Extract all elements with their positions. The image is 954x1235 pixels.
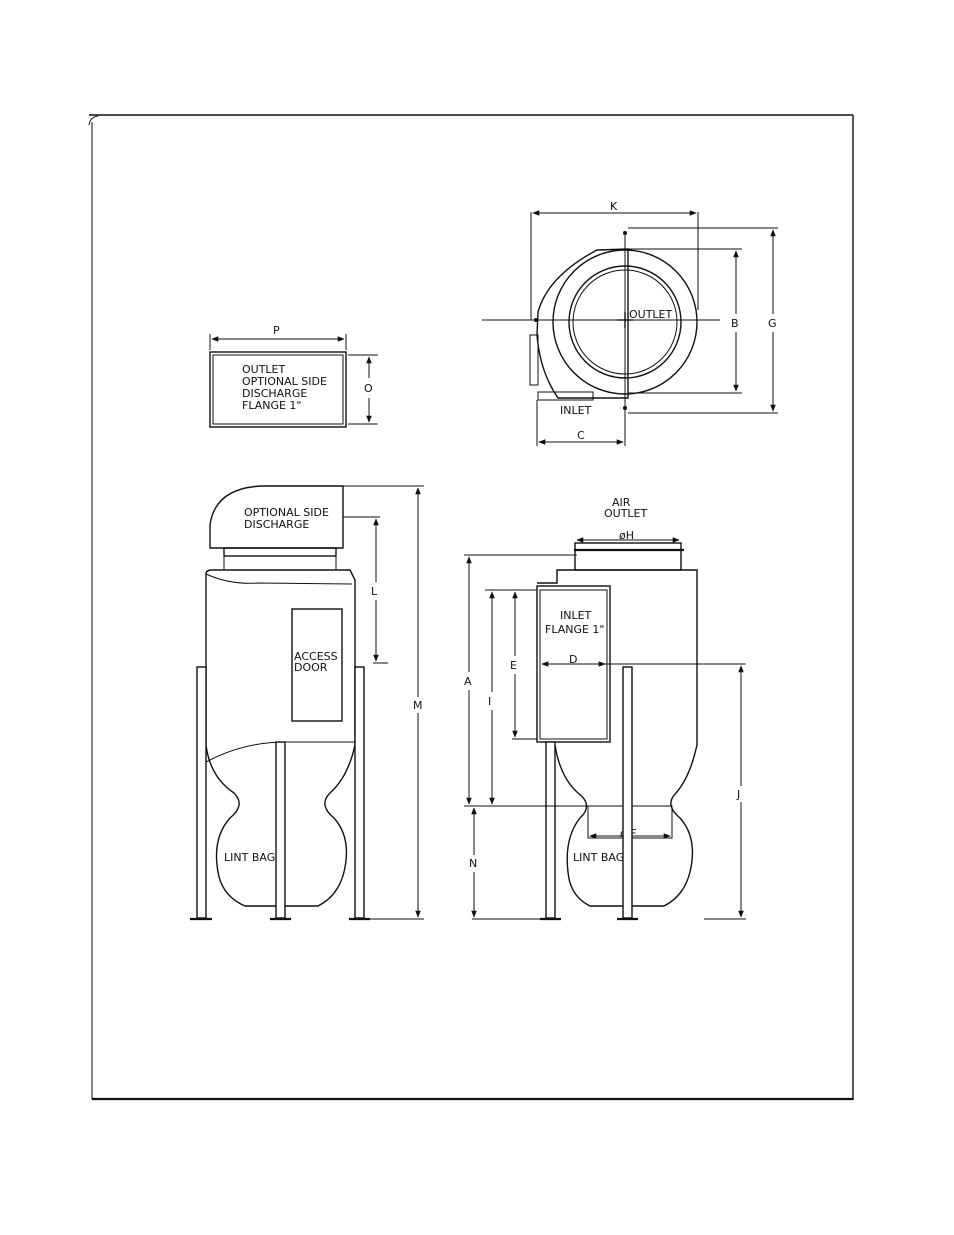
dim-i-label: I [488,695,491,708]
side-lint-bag-label: LINT BAG [224,851,275,864]
side-discharge-text-1: OPTIONAL SIDE [244,506,329,519]
side-discharge-text-2: DISCHARGE [244,518,309,531]
outlet-flange-text-4: FLANGE 1" [242,399,302,412]
side-view: OPTIONAL SIDE DISCHARGE ACCESS DOOR LINT… [190,485,424,921]
dim-h-label: øH [619,529,634,542]
dim-m-label: M [413,699,423,712]
dim-d-label: D [569,653,577,666]
dim-k-label: K [610,200,618,213]
front-view: AIR OUTLET øH INLET FLANGE 1" LINT BAG ø… [464,496,746,921]
access-door-text-1: ACCESS [294,650,338,663]
dim-o-label: O [364,382,373,395]
front-inlet-text-2: FLANGE 1" [545,623,605,636]
access-door-text-2: DOOR [294,661,328,674]
outlet-flange-text-3: DISCHARGE [242,387,307,400]
dim-b-label: B [731,317,739,330]
dim-l-label: L [371,585,378,598]
dim-e-label: E [510,659,517,672]
dim-j-label: J [736,788,740,801]
outlet-flange-text-1: OUTLET [242,363,286,376]
top-view: K OUTLET INLET B G C [482,200,778,446]
air-outlet-text-1: AIR [612,496,631,509]
front-inlet-text-1: INLET [560,609,592,622]
top-outlet-label: OUTLET [629,308,673,321]
dim-a-label: A [464,675,472,688]
top-inlet-label: INLET [560,404,592,417]
dim-p-label: P [273,324,280,337]
dim-c-label: C [577,429,585,442]
outlet-flange-text-2: OPTIONAL SIDE [242,375,327,388]
outlet-flange-view: P O OUTLET OPTIONAL SIDE DISCHARGE FLANG… [209,324,378,428]
front-lint-bag-label: LINT BAG [573,851,624,864]
air-outlet-text-2: OUTLET [604,507,648,520]
dim-g-label: G [768,317,777,330]
drawing-frame [88,114,854,1101]
dim-n-label: N [469,857,477,870]
